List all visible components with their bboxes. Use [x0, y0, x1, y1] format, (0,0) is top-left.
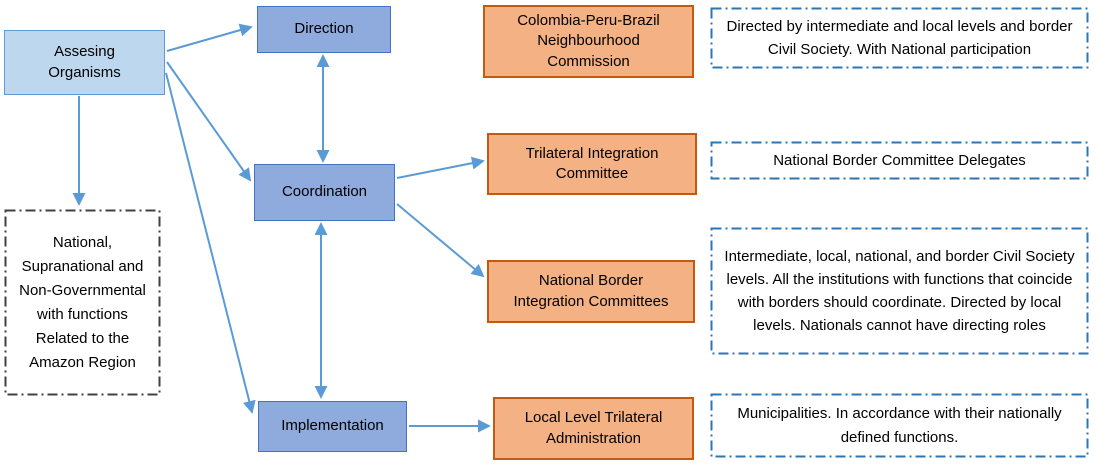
arrow-coordination-to-border-committees — [396, 203, 485, 278]
note-local-admin-border — [710, 393, 1089, 458]
node-neighbourhood-commission-label: Colombia-Peru-Brazil Neighbourhood Commi… — [517, 12, 660, 70]
node-national-border-integration-committees-label: National Border Integration Committees — [513, 272, 669, 310]
note-border-committees-border — [710, 227, 1089, 355]
note-border-committees-text: Intermediate, local, national, and borde… — [724, 247, 1075, 335]
note-local-administration-text: Municipalities. In accordance with their… — [737, 405, 1062, 446]
arrow-assessing-to-implementation — [165, 72, 256, 414]
node-national-border-integration-committees: National Border Integration Committees — [487, 260, 695, 323]
node-implementation: Implementation — [258, 401, 407, 452]
note-trilateral-border — [710, 141, 1089, 180]
left-note-border — [4, 209, 161, 396]
note-direction-text: Directed by intermediate and local level… — [726, 17, 1073, 58]
node-local-level-trilateral-administration: Local Level Trilateral Administration — [493, 397, 694, 460]
arrow-assessing-to-direction — [166, 23, 253, 52]
node-coordination-label: Coordination — [281, 183, 368, 201]
note-assessing-organisms-description: National, Supranational and Non-Governme… — [5, 210, 160, 395]
arrow-coordination-to-trilateral — [396, 156, 485, 179]
node-neighbourhood-commission: Colombia-Peru-Brazil Neighbourhood Commi… — [483, 5, 694, 78]
node-direction-label: Direction — [294, 20, 354, 38]
node-trilateral-integration-committee: Trilateral Integration Committee — [487, 133, 697, 195]
note-border-committees-description: Intermediate, local, national, and borde… — [711, 228, 1088, 354]
note-assessing-organisms-text: National, Supranational and Non-Governme… — [19, 233, 146, 371]
node-assessing-organisms: Assesing Organisms — [4, 30, 165, 95]
note-trilateral-committee-description: National Border Committee Delegates — [711, 142, 1088, 179]
node-trilateral-integration-committee-label: Trilateral Integration Committee — [525, 144, 659, 182]
arrow-assessing-to-coordination — [166, 61, 252, 182]
note-trilateral-committee-text: National Border Committee Delegates — [773, 151, 1026, 169]
node-coordination: Coordination — [254, 164, 395, 221]
note-direction-border — [710, 7, 1089, 69]
note-direction-description: Directed by intermediate and local level… — [711, 8, 1088, 68]
note-local-administration-description: Municipalities. In accordance with their… — [711, 394, 1088, 457]
node-direction: Direction — [257, 6, 391, 53]
node-implementation-label: Implementation — [281, 417, 384, 435]
node-local-level-trilateral-administration-label: Local Level Trilateral Administration — [524, 409, 663, 447]
node-assessing-organisms-label: Assesing Organisms — [48, 43, 121, 81]
